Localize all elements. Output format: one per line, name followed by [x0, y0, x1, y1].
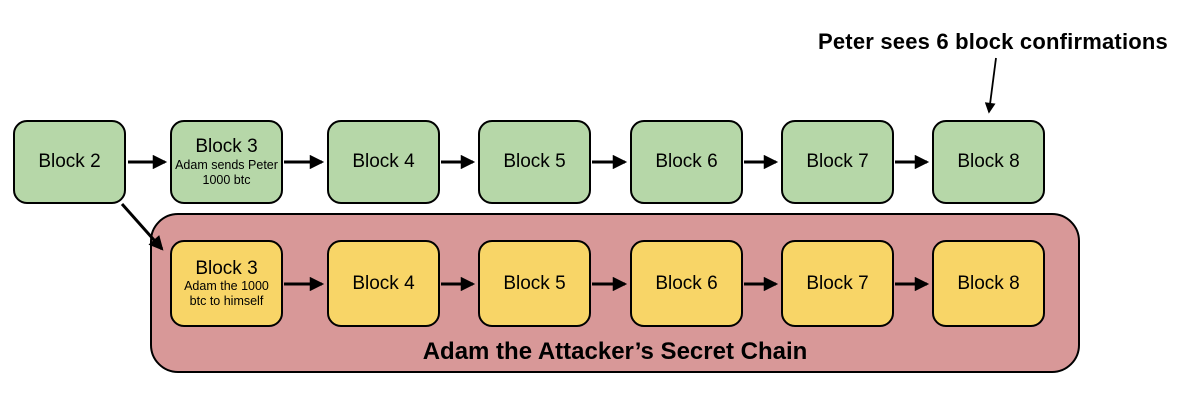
block-subtitle: Adam sends Peter 1000 btc — [175, 157, 278, 187]
block-title: Block 8 — [957, 151, 1020, 173]
block-secret-5: Block 5 — [478, 240, 591, 327]
block-title: Block 6 — [655, 151, 718, 173]
block-title: Block 7 — [806, 151, 869, 173]
block-main-7: Block 7 — [781, 120, 894, 204]
secret-chain-container: Adam the Attacker’s Secret Chain — [150, 213, 1080, 373]
block-secret-4: Block 4 — [327, 240, 440, 327]
annotation-arrow — [984, 57, 997, 114]
block-title: Block 3 — [195, 257, 258, 279]
secret-chain-label: Adam the Attacker’s Secret Chain — [422, 338, 808, 365]
block-secret-6: Block 6 — [630, 240, 743, 327]
block-secret-3: Block 3 Adam the 1000 btc to himself — [170, 240, 283, 327]
block-main-8: Block 8 — [932, 120, 1045, 204]
block-title: Block 2 — [38, 151, 101, 173]
block-title: Block 4 — [352, 272, 415, 294]
block-title: Block 5 — [503, 272, 566, 294]
block-main-4: Block 4 — [327, 120, 440, 204]
block-secret-8: Block 8 — [932, 240, 1045, 327]
block-title: Block 6 — [655, 272, 718, 294]
block-main-6: Block 6 — [630, 120, 743, 204]
block-title: Block 4 — [352, 151, 415, 173]
annotation-peter-confirmations: Peter sees 6 block confirmations — [818, 29, 1168, 54]
block-subtitle: Adam the 1000 btc to himself — [184, 279, 269, 309]
block-main-5: Block 5 — [478, 120, 591, 204]
block-title: Block 3 — [195, 136, 258, 158]
block-main-2: Block 2 — [13, 120, 126, 204]
block-title: Block 8 — [957, 272, 1020, 294]
block-title: Block 7 — [806, 272, 869, 294]
block-main-3: Block 3 Adam sends Peter 1000 btc — [170, 120, 283, 204]
block-secret-7: Block 7 — [781, 240, 894, 327]
block-title: Block 5 — [503, 151, 566, 173]
